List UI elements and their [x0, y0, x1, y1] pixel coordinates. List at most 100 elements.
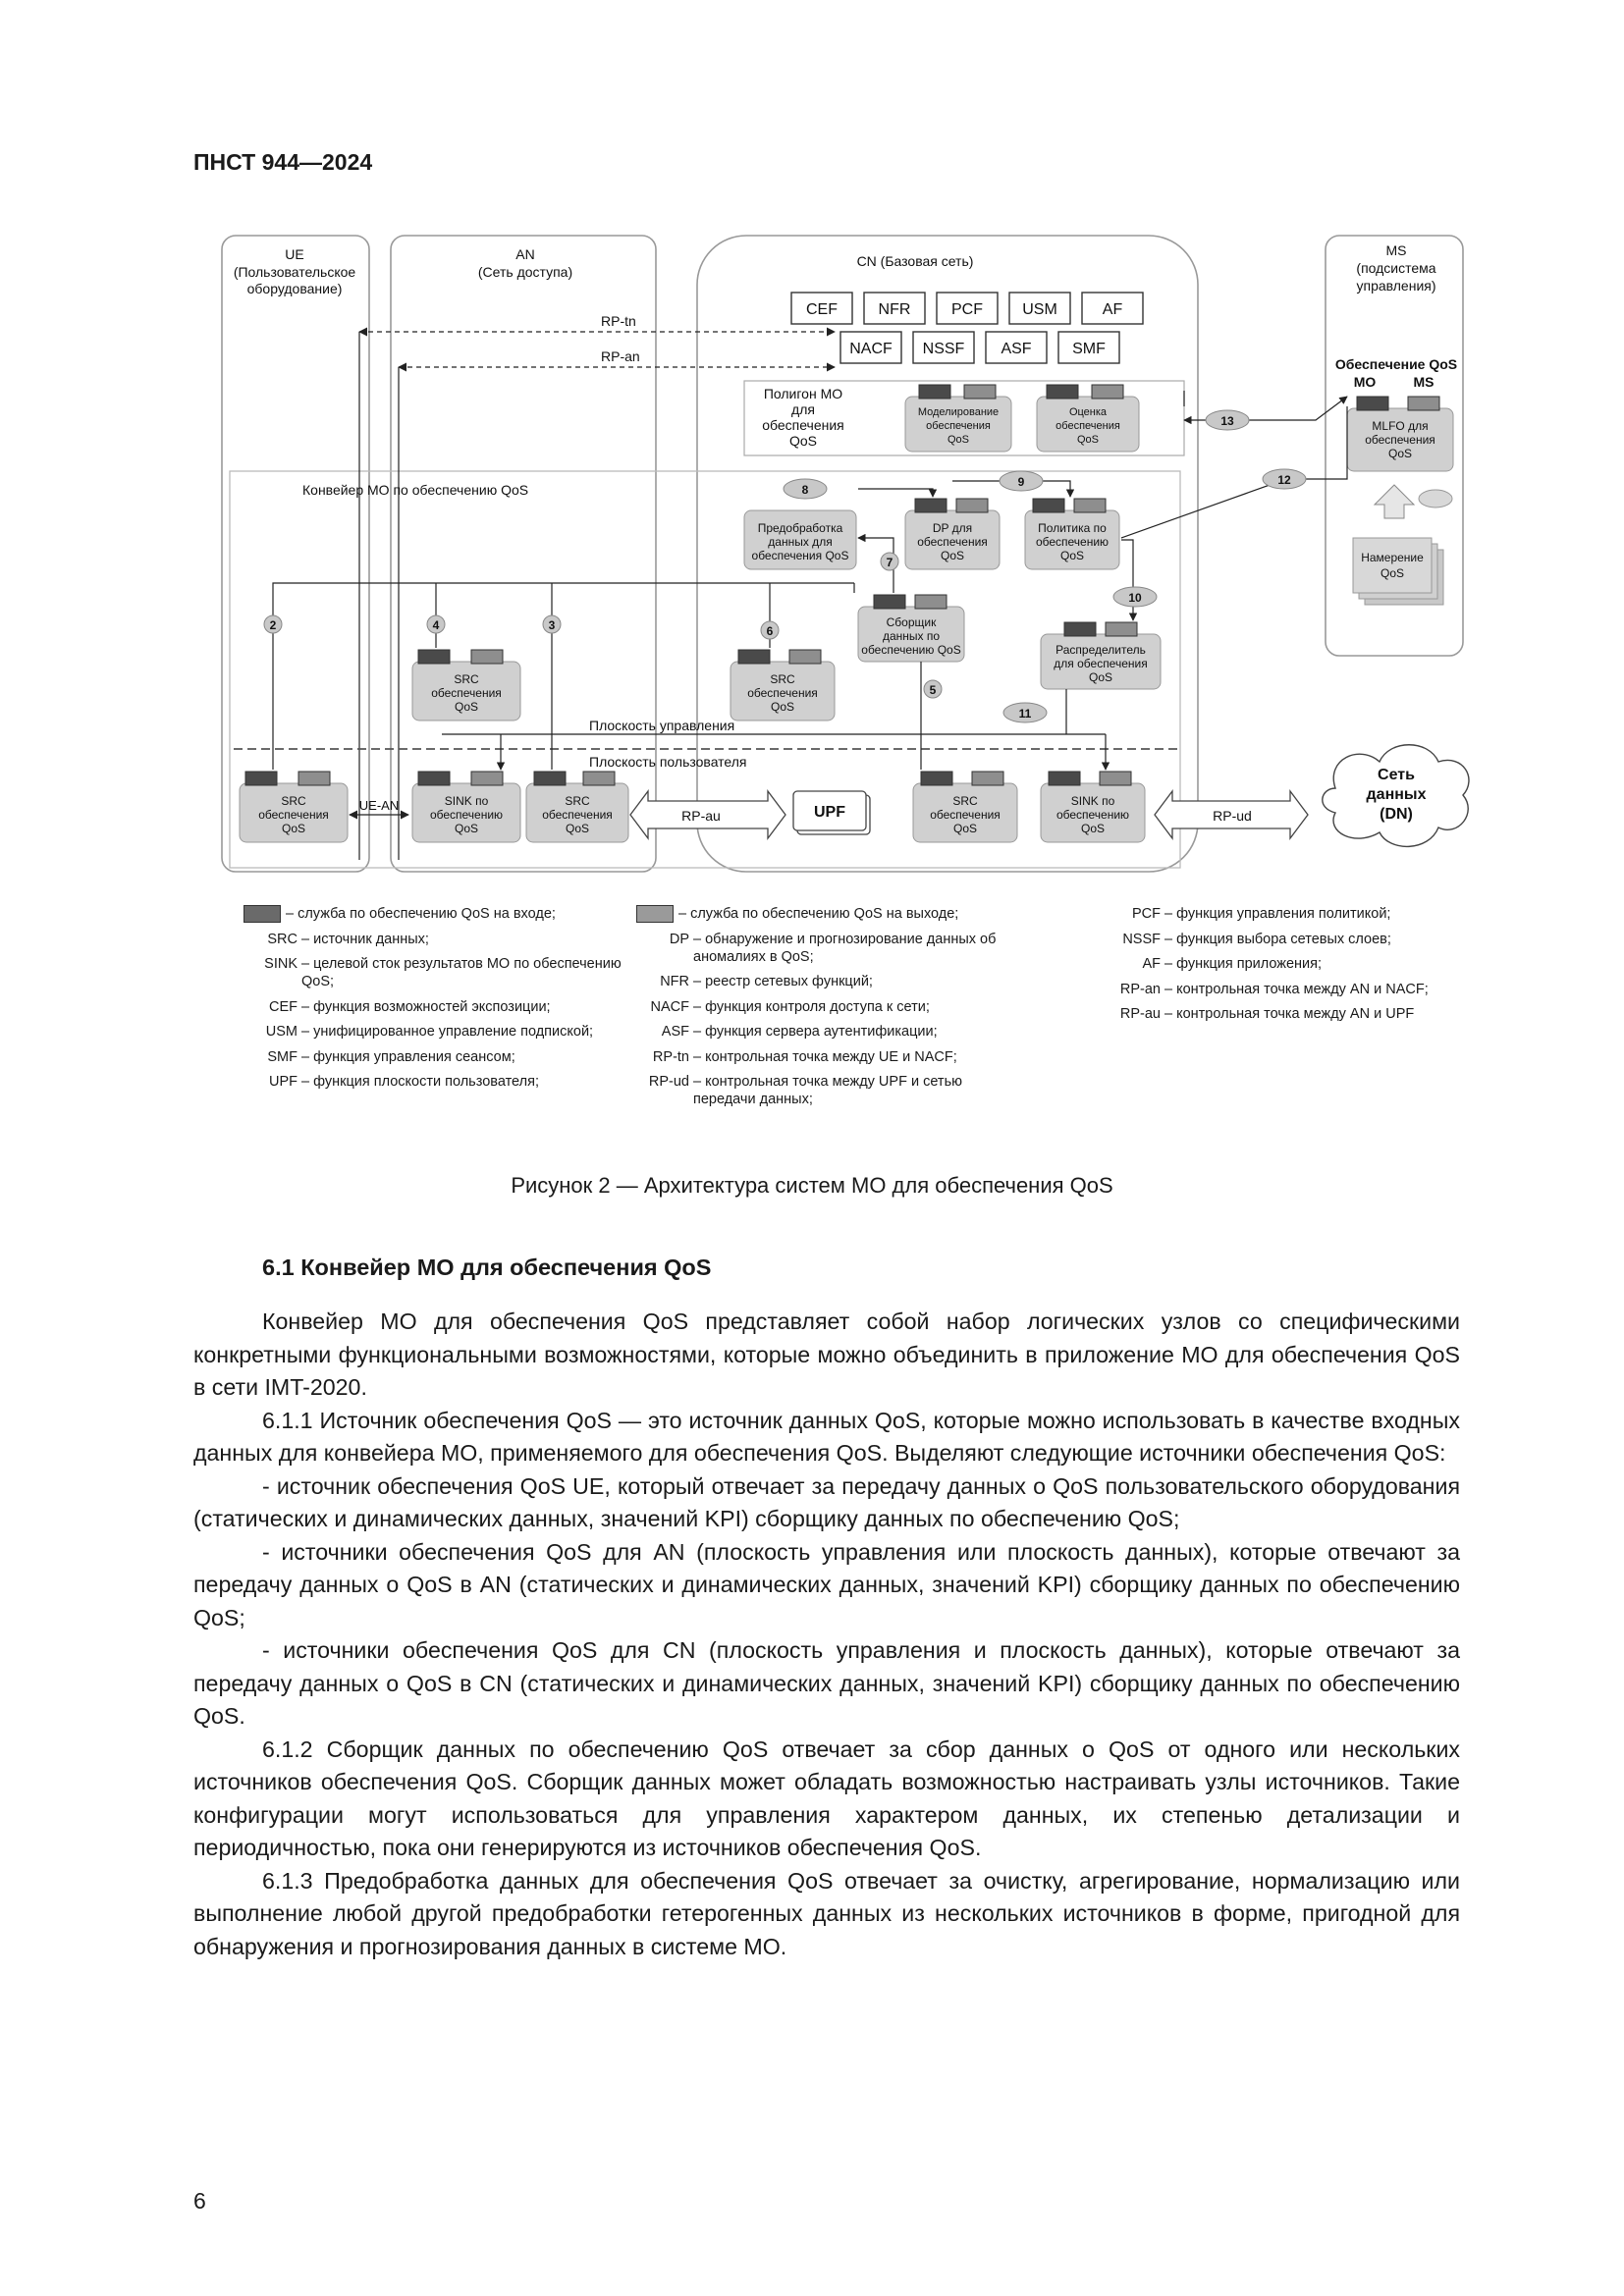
line-col-to-pre — [857, 533, 894, 593]
legend-col-2: – служба по обеспечению QoS на выходе; D… — [636, 905, 1007, 1116]
marker-10: 10 — [1128, 591, 1142, 605]
an-domain-subtitle: (Сеть доступа) — [478, 264, 572, 280]
input-service-icon — [1356, 396, 1389, 411]
src-cn-cp-label-1: SRC — [770, 672, 795, 686]
output-service-icon — [971, 771, 1004, 786]
collector-label-2: данных по — [883, 629, 940, 643]
marker-3: 3 — [549, 618, 556, 632]
input-service-icon — [417, 771, 451, 786]
ue-an-label: UE-AN — [359, 798, 399, 813]
legend-abbr: RP-au — [1119, 1006, 1161, 1022]
marker-6: 6 — [767, 624, 774, 638]
cn-domain-title: CN (Базовая сеть) — [857, 253, 974, 269]
legend-item: RP-ud– контрольная точка между UPF и сет… — [636, 1073, 1007, 1108]
connectors — [272, 391, 1348, 771]
ms-mo-label: MO — [1354, 374, 1377, 390]
sink-an-label-2: обеспечению — [430, 808, 503, 822]
line-2 — [272, 582, 854, 770]
legend-abbr: SMF — [267, 1048, 298, 1065]
an-domain-frame — [390, 235, 657, 873]
collector-label-1: Сборщик — [887, 615, 937, 629]
asf-label: ASF — [1001, 341, 1031, 357]
src-an-cp-label-1: SRC — [454, 672, 479, 686]
ms-ms-label: MS — [1414, 374, 1435, 390]
output-service-icon — [1407, 396, 1440, 411]
legend-desc: – функция управления политикой; — [1164, 906, 1391, 922]
ms-domain-subtitle: (подсистема — [1356, 260, 1435, 276]
upf-node: UPF — [792, 790, 871, 835]
output-service-icon — [1073, 498, 1107, 513]
modeling-label-2: обеспечения — [926, 420, 991, 432]
cn-domain-frame — [696, 235, 1199, 873]
dn-label-2: данных — [1367, 786, 1427, 803]
sink-an-label-3: QoS — [455, 822, 478, 835]
ue-domain-title: UE — [285, 246, 303, 262]
sink-cn-node: SINK по обеспечению QoS — [1040, 771, 1146, 843]
legend-abbr: RP-ud — [648, 1074, 689, 1090]
output-service-icon — [1105, 621, 1138, 637]
dp-label-2: обеспечения — [917, 535, 988, 549]
nacf-label: NACF — [849, 341, 893, 357]
legend-item: NFR– реестр сетевых функций; — [636, 973, 1007, 990]
input-service-icon — [873, 594, 906, 610]
line-12 — [1120, 406, 1348, 539]
rp-au-arrow — [629, 789, 786, 840]
smf-label: SMF — [1072, 341, 1106, 357]
input-service-icon — [1048, 771, 1081, 786]
pcf-label: PCF — [951, 301, 983, 318]
legend-abbr: SRC — [267, 931, 298, 947]
sink-an-label-1: SINK по — [445, 794, 489, 808]
sink-cn-label-3: QoS — [1081, 822, 1105, 835]
src-cn-cp-node: SRC обеспечения QoS — [730, 649, 836, 721]
rp-an-label: RP-an — [601, 348, 640, 364]
cef-box — [790, 292, 853, 325]
marker-11: 11 — [1019, 707, 1032, 721]
sandbox-label-1: Полигон МО — [764, 386, 842, 401]
document-code: ПНСТ 944—2024 — [193, 149, 373, 175]
legend-abbr: USM — [265, 1024, 298, 1040]
legend-col-1: – служба по обеспечению QoS на входе; SR… — [244, 905, 632, 1098]
preproc-label-2: данных для — [768, 535, 832, 549]
user-plane-label: Плоскость пользователя — [589, 754, 747, 770]
legend-desc: – контрольная точка между AN и NACF; — [1164, 981, 1429, 997]
usm-label: USM — [1022, 301, 1057, 318]
input-service-icon — [533, 771, 567, 786]
ue-domain-frame — [221, 235, 370, 873]
output-service-icon — [470, 649, 504, 665]
input-service-icon — [920, 771, 953, 786]
output-service-icon — [788, 649, 822, 665]
sink-cn-label-1: SINK по — [1071, 794, 1115, 808]
ms-ellipse — [1418, 489, 1453, 508]
src-ue-label-2: обеспечения — [258, 808, 329, 822]
upf-label: UPF — [814, 804, 845, 821]
marker-4: 4 — [433, 618, 440, 632]
rp-tn-label: RP-tn — [601, 313, 636, 329]
src-an-up-label-1: SRC — [565, 794, 590, 808]
legend-item: PCF– функция управления политикой; — [1098, 905, 1463, 923]
legend-abbr: CEF — [269, 998, 298, 1015]
nacf-box — [839, 331, 902, 364]
legend-desc: – реестр сетевых функций; — [693, 974, 873, 989]
ue-domain-subtitle: (Пользовательское — [234, 264, 356, 280]
preproc-label-1: Предобработка — [758, 521, 843, 535]
src-an-up-node: SRC обеспечения QoS — [525, 771, 629, 843]
sandbox-label-2: для — [791, 401, 815, 417]
output-service-icon — [955, 498, 989, 513]
line-9 — [952, 480, 1075, 498]
marker-2: 2 — [270, 618, 277, 632]
src-an-cp-label-2: обеспечения — [431, 686, 502, 700]
number-markers: 2 3 4 5 6 7 8 9 10 11 12 13 — [263, 409, 1307, 723]
intent-node: Намерение QoS — [1352, 537, 1444, 606]
legend-item: ASF– функция сервера аутентификации; — [636, 1023, 1007, 1041]
src-cn-cp-label-2: обеспечения — [747, 686, 818, 700]
modeling-label-1: Моделирование — [918, 406, 999, 418]
legend-desc: – функция выбора сетевых слоев; — [1164, 931, 1391, 947]
nssf-box — [912, 331, 975, 364]
paragraph: - источники обеспечения QoS для CN (плос… — [193, 1637, 1460, 1729]
dp-label-1: DP для — [933, 521, 972, 535]
ms-domain-subtitle-2: управления) — [1356, 278, 1435, 294]
smf-box — [1057, 331, 1120, 364]
legend-abbr: DP — [669, 931, 689, 947]
line-8 — [858, 488, 938, 498]
asf-box — [985, 331, 1048, 364]
